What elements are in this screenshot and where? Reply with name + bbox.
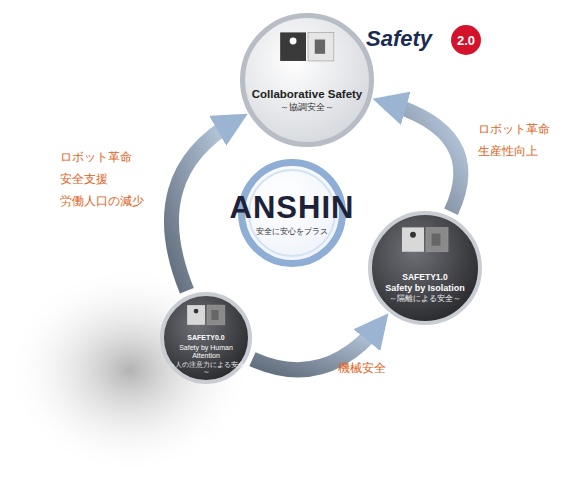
- robot-icon: [308, 32, 334, 61]
- node-subtitle: Safety by Human Attention: [167, 344, 244, 360]
- human-icon: [187, 305, 205, 325]
- isolation-circle: SAFETY1.0Safety by Isolation ～隔離による安全～: [367, 210, 483, 326]
- anshin-circle: ANSHIN安全に安心をプラス: [237, 158, 347, 268]
- circle-body: [243, 16, 372, 145]
- node-text-area: SAFETY1.0Safety by Isolation ～隔離による安全～: [367, 210, 483, 326]
- circle-outline: [239, 12, 375, 148]
- node-title: Collaborative Safety: [252, 88, 363, 101]
- curved-arrow: [386, 103, 461, 212]
- collaborative-circle: Collaborative Safety～協調安全～: [239, 12, 375, 148]
- edge-label: 機械安全: [338, 357, 418, 379]
- icon-figure: [410, 232, 416, 238]
- human-icon: [402, 227, 424, 251]
- edge-label: ロボット革命 安全支援 労働人口の減少: [60, 146, 156, 212]
- logo-version: 2.0: [457, 33, 475, 48]
- human-attention-circle: SAFETY0.0Safety by Human Attention～人の注意力…: [159, 291, 253, 385]
- badge-circle: [451, 25, 481, 55]
- icon-figure: [211, 310, 218, 320]
- icon-figure: [194, 309, 199, 314]
- logo-word: Safety: [366, 26, 432, 52]
- icon-figure: [315, 40, 325, 54]
- icon-figure: [290, 38, 297, 45]
- node-text-area: Collaborative Safety～協調安全～: [239, 12, 375, 148]
- edge-label: ロボット革命 生産性向上: [478, 118, 560, 162]
- soft-shadow: [5, 265, 255, 475]
- node-text-area: SAFETY0.0Safety by Human Attention～人の注意力…: [159, 291, 253, 385]
- node-subtitle: 安全に安心をプラス: [256, 227, 328, 236]
- circle-body: [370, 213, 480, 323]
- node-title: SAFETY0.0: [187, 334, 224, 342]
- robot-icon: [426, 227, 448, 251]
- circle-outline: [367, 210, 483, 326]
- circle-body: [162, 294, 250, 382]
- node-title: ANSHIN: [230, 190, 355, 226]
- human-icon: [280, 32, 306, 61]
- node-subtitle: Safety by Isolation: [385, 283, 465, 293]
- node-text-area: ANSHIN安全に安心をプラス: [237, 158, 347, 268]
- node-subtitle: ～協調安全～: [280, 102, 334, 112]
- icon-figure: [432, 233, 441, 245]
- curved-arrow: [171, 121, 235, 291]
- node-subtitle: ～人の注意力による安全～: [167, 361, 244, 376]
- robot-icon: [207, 305, 225, 325]
- node-subtitle: ～隔離による安全～: [389, 295, 461, 304]
- node-title: SAFETY1.0: [402, 273, 447, 283]
